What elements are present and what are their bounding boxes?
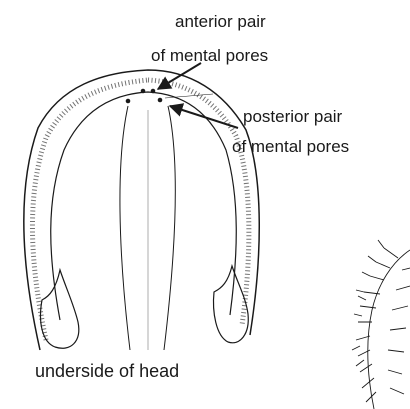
figure-caption: underside of head <box>35 361 179 381</box>
posterior-pore-left <box>126 99 131 104</box>
posterior-pore-right <box>158 98 163 103</box>
anterior-pore-left <box>141 89 146 94</box>
branching-specimen-sketch <box>352 240 410 409</box>
lower-jaw-outline <box>51 92 237 320</box>
posterior-pointer-arrow <box>170 106 238 128</box>
lip-stipple-left <box>32 80 148 340</box>
throat-line-left <box>120 106 130 350</box>
anterior-pore-label-line2: of mental pores <box>151 46 268 66</box>
anterior-pore-label-line1: anterior pair <box>175 12 266 32</box>
lip-stipple-right <box>148 80 249 325</box>
head-outline <box>24 70 259 350</box>
anterior-pore-right <box>151 89 156 94</box>
posterior-pore-label-line1: posterior pair <box>243 107 342 127</box>
posterior-pore-label-line2: of mental pores <box>232 137 349 157</box>
left-lobe <box>41 270 79 348</box>
throat-line-right <box>164 106 175 350</box>
